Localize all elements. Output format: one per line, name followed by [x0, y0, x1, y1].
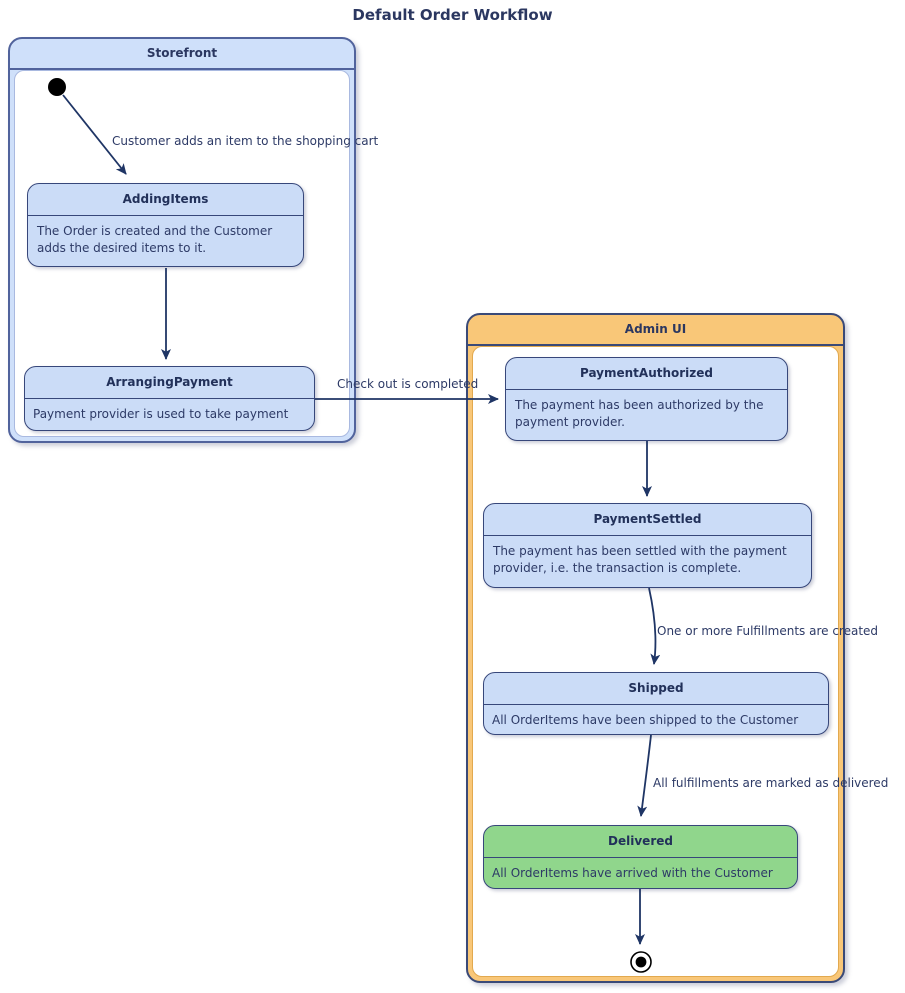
state-arranging-payment-description: Payment provider is used to take payment: [33, 407, 289, 421]
state-adding-items: AddingItems The Order is created and the…: [27, 183, 304, 267]
transition-label-add-item: Customer adds an item to the shopping ca…: [112, 134, 379, 148]
state-arranging-payment: ArrangingPayment Payment provider is use…: [24, 366, 315, 431]
state-adding-items-description: The Order is created and the Customer ad…: [37, 224, 273, 255]
transition-label-checkout: Check out is completed: [337, 377, 479, 391]
state-shipped-description: All OrderItems have been shipped to the …: [492, 713, 799, 727]
state-payment-authorized-description: The payment has been authorized by the p…: [515, 398, 764, 429]
state-shipped-title: Shipped: [484, 673, 828, 705]
state-payment-authorized: PaymentAuthorized The payment has been a…: [505, 357, 788, 441]
transition-label-fulfillments-created: One or more Fulfillments are created: [657, 624, 879, 638]
state-payment-settled-description: The payment has been settled with the pa…: [493, 544, 787, 575]
state-shipped: Shipped All OrderItems have been shipped…: [483, 672, 829, 735]
state-delivered: Delivered All OrderItems have arrived wi…: [483, 825, 798, 889]
transition-label-fulfillments-delivered: All fulfillments are marked as delivered: [653, 776, 889, 790]
state-delivered-title: Delivered: [484, 826, 797, 858]
state-payment-settled-title: PaymentSettled: [484, 504, 811, 536]
state-payment-authorized-title: PaymentAuthorized: [506, 358, 787, 390]
state-adding-items-title: AddingItems: [28, 184, 303, 216]
diagram-title: Default Order Workflow: [352, 6, 553, 24]
state-arranging-payment-title: ArrangingPayment: [25, 367, 314, 399]
admin-ui-header: Admin UI: [468, 315, 843, 346]
state-delivered-description: All OrderItems have arrived with the Cus…: [492, 866, 773, 880]
state-payment-settled: PaymentSettled The payment has been sett…: [483, 503, 812, 588]
storefront-header: Storefront: [10, 39, 354, 70]
